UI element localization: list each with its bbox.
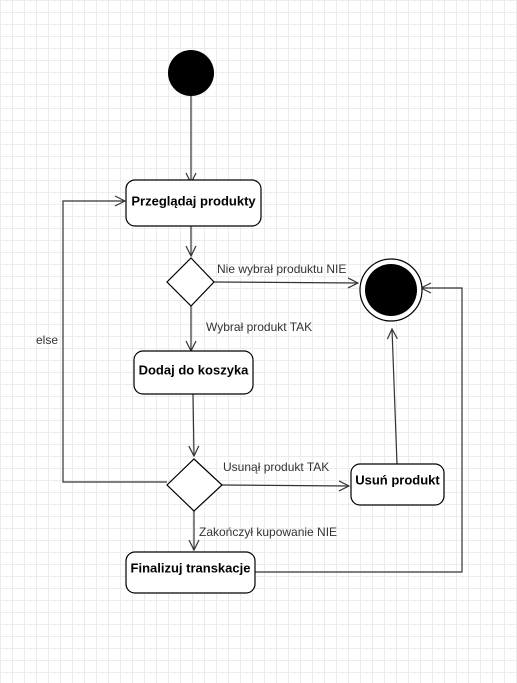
final-node — [359, 258, 423, 322]
action-node-add-to-cart: Dodaj do koszyka — [133, 350, 254, 395]
edge-label-not-selected: Nie wybrał produktu NIE — [217, 262, 346, 276]
edge-label-removed: Usunął produkt TAK — [223, 460, 329, 474]
edge-label-else: else — [36, 333, 58, 347]
action-node-finalize-transaction: Finalizuj transkacje — [125, 551, 256, 594]
decision-node-product-selected — [166, 257, 215, 307]
edge-decision1-to-end — [213, 282, 358, 283]
action-node-remove-product: Usuń produkt — [350, 463, 445, 506]
initial-node — [168, 50, 214, 96]
edge-finalize-to-end — [255, 288, 463, 573]
edge-add-to-decision2 — [193, 393, 194, 456]
edge-label-finished: Zakończył kupowanie NIE — [199, 525, 337, 539]
decision-node-product-removed — [166, 458, 223, 512]
action-label-remove-product: Usuń produkt — [355, 472, 440, 487]
action-label-add-to-cart: Dodaj do koszyka — [139, 362, 250, 377]
edge-else-loop — [62, 201, 167, 483]
action-label-browse: Przeglądaj produkty — [131, 193, 256, 208]
edge-label-selected: Wybrał produkt TAK — [206, 320, 312, 334]
edge-remove-to-end — [392, 329, 397, 465]
action-label-finalize: Finalizuj transkacje — [131, 560, 251, 575]
action-node-browse-products: Przeglądaj produkty — [125, 179, 262, 227]
edge-decision2-to-remove — [221, 485, 349, 486]
